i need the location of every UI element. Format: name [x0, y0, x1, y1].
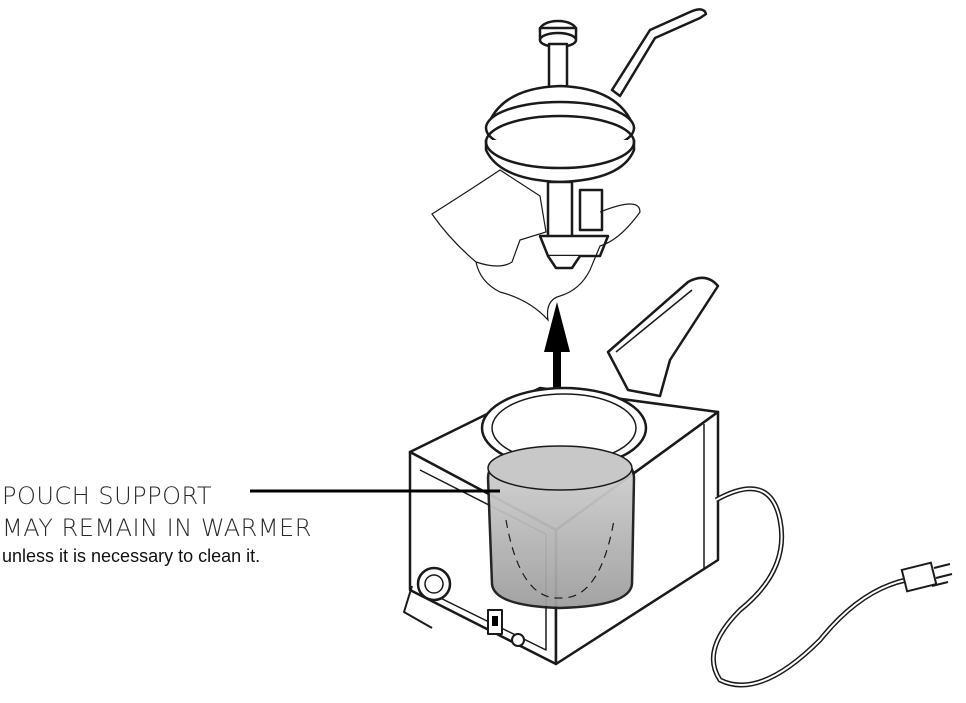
plug-icon	[900, 561, 953, 593]
warmer-unit-icon	[403, 276, 720, 666]
callout-note: unless it is necessary to clean it.	[2, 546, 261, 566]
power-cord-icon	[710, 486, 907, 688]
callout-title-line1: POUCH SUPPORT	[2, 482, 213, 510]
upward-arrow-icon	[544, 302, 570, 422]
pouch-bag-icon	[431, 169, 641, 322]
callout-title-line2: MAY REMAIN IN WARMER	[2, 514, 312, 542]
pump-lid-icon	[484, 8, 708, 270]
pouch-support-callout: POUCH SUPPORT MAY REMAIN IN WARMER unles…	[2, 480, 312, 568]
